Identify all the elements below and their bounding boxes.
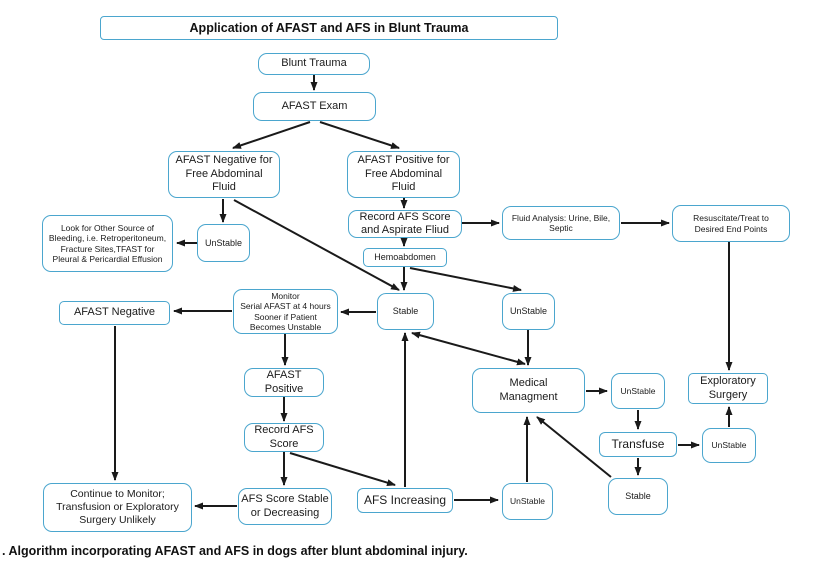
node-exploratory-surgery: Exploratory Surgery xyxy=(688,373,768,404)
node-record-afs-score: Record AFS Score xyxy=(244,423,324,452)
node-unstable-mid: UnStable xyxy=(502,293,555,330)
node-look-other-source: Look for Other Source of Bleeding, i.e. … xyxy=(42,215,173,272)
node-medical-management: Medical Managment xyxy=(472,368,585,413)
node-unstable-after-mgmt: UnStable xyxy=(611,373,665,409)
node-afast-negative: AFAST Negative xyxy=(59,301,170,325)
node-blunt-trauma: Blunt Trauma xyxy=(258,53,370,75)
node-stable-bottom: Stable xyxy=(608,478,668,515)
node-afs-stable-decreasing: AFS Score Stable or Decreasing xyxy=(238,488,332,525)
edge-afast-exam-to-afast-negative-fluid xyxy=(232,121,311,149)
edge-afast-exam-to-afast-positive-fluid xyxy=(319,121,400,149)
edge-medical-mgmt-stable-bidirectional xyxy=(411,331,526,366)
node-hemoabdomen: Hemoabdomen xyxy=(363,248,447,267)
node-afast-positive-fluid: AFAST Positive for Free Abdominal Fluid xyxy=(347,151,460,198)
node-unstable-after-transfuse: UnStable xyxy=(702,428,756,463)
node-afs-increasing: AFS Increasing xyxy=(357,488,453,513)
node-unstable-1: UnStable xyxy=(197,224,250,262)
node-record-afs-aspirate: Record AFS Score and Aspirate Fliud xyxy=(348,210,462,238)
edge-record-afs-score-to-afs-increasing xyxy=(289,452,396,487)
diagram-title: Application of AFAST and AFS in Blunt Tr… xyxy=(100,16,558,40)
node-unstable-bottom: UnStable xyxy=(502,483,553,520)
edge-hemoabdomen-to-unstable-mid xyxy=(409,267,522,292)
figure-caption: . Algorithm incorporating AFAST and AFS … xyxy=(2,544,468,558)
node-resuscitate: Resuscitate/Treat to Desired End Points xyxy=(672,205,790,242)
node-monitor-serial-afast: Monitor Serial AFAST at 4 hours Sooner i… xyxy=(233,289,338,334)
node-stable-mid: Stable xyxy=(377,293,434,330)
node-continue-monitor: Continue to Monitor; Transfusion or Expl… xyxy=(43,483,192,532)
node-fluid-analysis: Fluid Analysis: Urine, Bile, Septic xyxy=(502,206,620,240)
node-afast-exam: AFAST Exam xyxy=(253,92,376,121)
node-afast-negative-fluid: AFAST Negative for Free Abdominal Fluid xyxy=(168,151,280,198)
node-afast-positive: AFAST Positive xyxy=(244,368,324,397)
node-transfuse: Transfuse xyxy=(599,432,677,457)
